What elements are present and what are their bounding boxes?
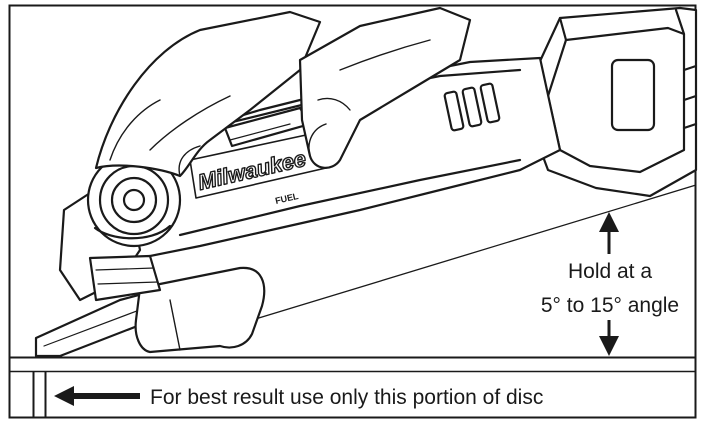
guard-and-disc [34, 254, 266, 358]
battery-pack [520, 6, 698, 198]
angle-grinder-illustration: Milwaukee FUEL [34, 6, 698, 358]
diagram-frame [8, 4, 697, 419]
angle-label-line1: Hold at a [568, 260, 652, 283]
left-hand [94, 10, 322, 178]
right-hand [298, 6, 472, 169]
caption-text: For best result use only this portion of… [150, 386, 543, 409]
left-arrow-icon [54, 386, 140, 406]
angle-label-line2: 5° to 15° angle [541, 294, 679, 317]
double-headed-arrow-icon [599, 212, 619, 356]
